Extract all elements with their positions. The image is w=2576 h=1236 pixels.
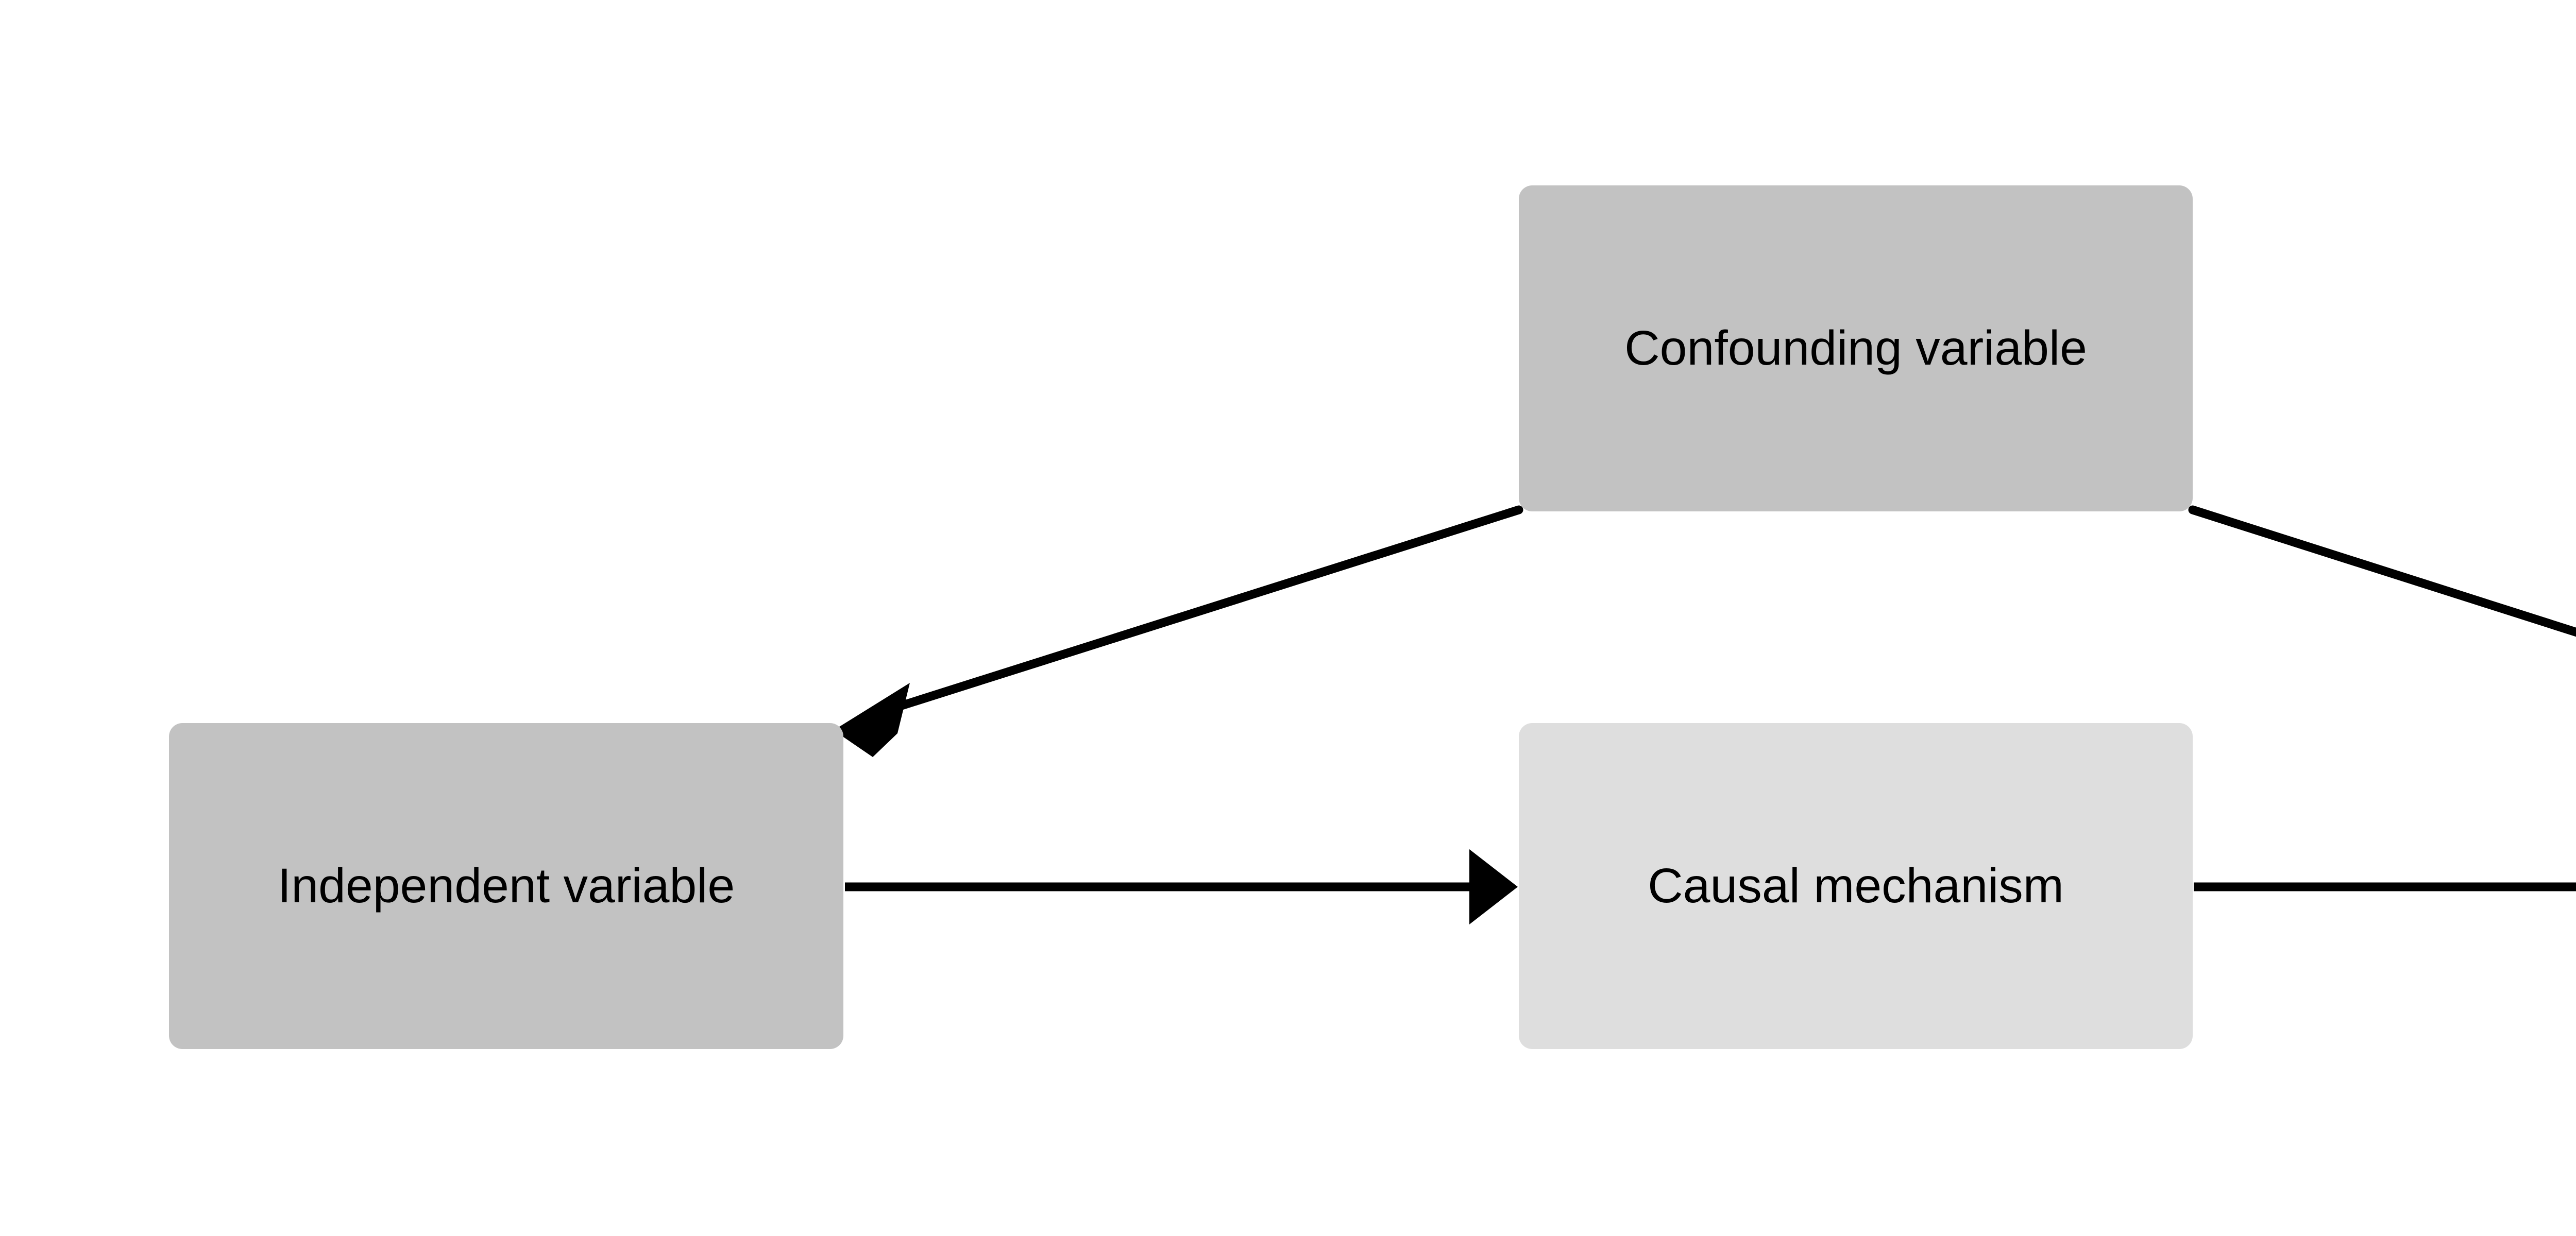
node-confounding-variable[interactable]: Confounding variable (1519, 185, 2193, 511)
node-confounding-variable-label: Confounding variable (1624, 321, 2087, 376)
arrowhead-icon (834, 683, 910, 757)
edge-line (884, 505, 1523, 714)
arrowhead-icon (1469, 849, 1518, 924)
edge-causal-to-dependent (2194, 882, 2576, 891)
node-causal-mechanism-label: Causal mechanism (1648, 859, 2064, 914)
edge-confounding-to-independent (834, 505, 1523, 757)
edge-independent-to-causal (845, 849, 1518, 924)
node-causal-mechanism[interactable]: Causal mechanism (1519, 723, 2193, 1049)
edge-line (2188, 505, 2576, 637)
node-independent-variable[interactable]: Independent variable (169, 723, 843, 1049)
node-independent-variable-label: Independent variable (277, 859, 735, 914)
edge-confounding-to-dependent (2188, 505, 2576, 637)
